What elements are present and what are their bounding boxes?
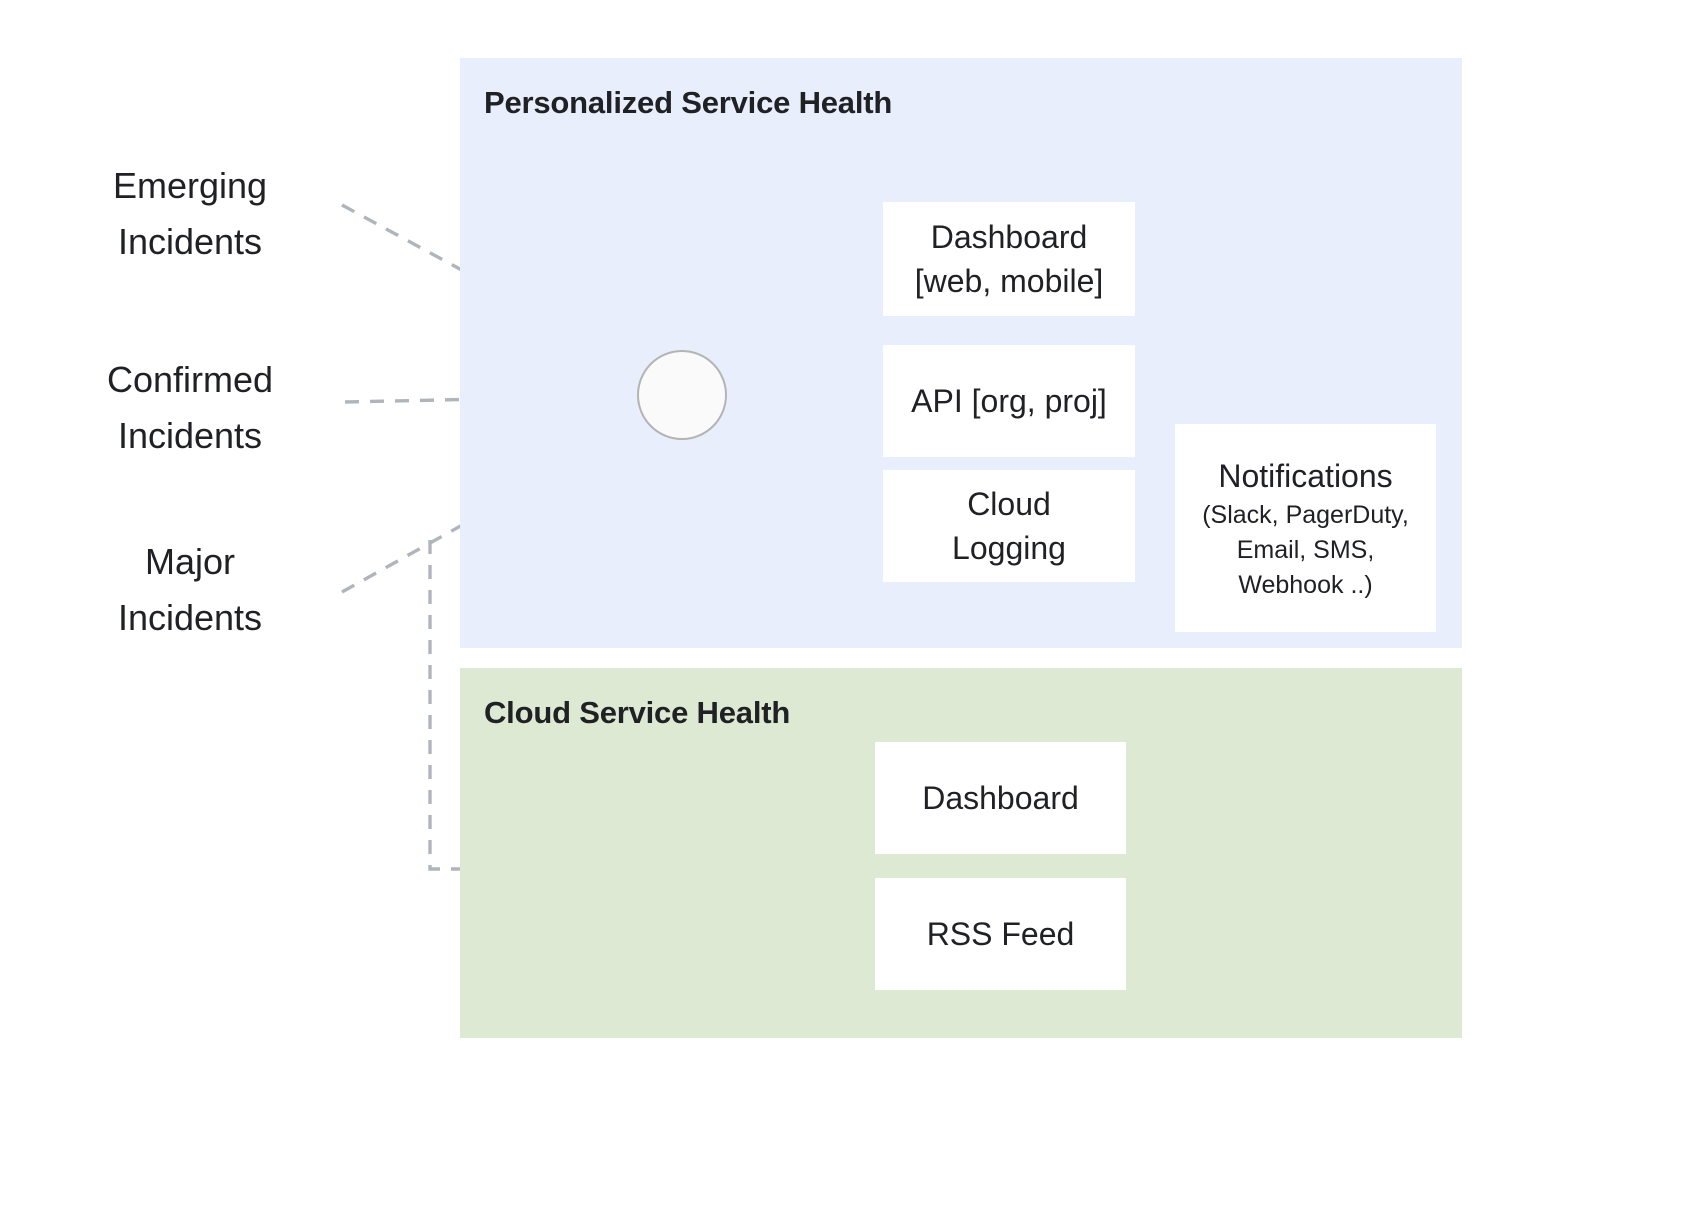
node-label-line1: Dashboard (922, 780, 1079, 816)
node-label-line2: Logging (952, 530, 1066, 566)
input-label-confirmed-incidents: Confirmed Incidents (40, 352, 340, 464)
node-rss-feed: RSS Feed (875, 878, 1126, 990)
input-label-emerging-incidents: Emerging Incidents (40, 158, 340, 270)
node-label-line1: Notifications (1218, 457, 1393, 494)
input-label-line2: Incidents (117, 221, 263, 262)
node-cloud-dashboard: Dashboard (875, 742, 1126, 854)
node-label-sub1: (Slack, PagerDuty, (1202, 500, 1409, 529)
node-label-sub3: Webhook ..) (1238, 570, 1373, 599)
input-label-major-incidents: Major Incidents (40, 534, 340, 646)
node-dashboard-web-mobile: Dashboard [web, mobile] (883, 202, 1135, 316)
hub-node-circle (637, 350, 727, 440)
node-cloud-logging: Cloud Logging (883, 470, 1135, 582)
node-label-line1: RSS Feed (926, 916, 1075, 952)
node-notifications: Notifications (Slack, PagerDuty, Email, … (1175, 424, 1436, 632)
node-label-line1: API [org, proj] (911, 383, 1107, 419)
node-label-sub2: Email, SMS, (1236, 535, 1375, 564)
panel-title-cloud-service-health: Cloud Service Health (484, 695, 791, 730)
node-label-line1: Cloud (967, 486, 1051, 522)
input-label-line1: Emerging (112, 165, 268, 206)
input-label-line1: Confirmed (106, 359, 274, 400)
input-label-line2: Incidents (117, 415, 263, 456)
node-label-line1: Dashboard (930, 219, 1088, 255)
input-label-line2: Incidents (117, 597, 263, 638)
panel-title-personalized-service-health: Personalized Service Health (484, 85, 893, 120)
input-label-line1: Major (144, 541, 236, 582)
node-label-line2: [web, mobile] (914, 263, 1104, 299)
node-api-org-proj: API [org, proj] (883, 345, 1135, 457)
